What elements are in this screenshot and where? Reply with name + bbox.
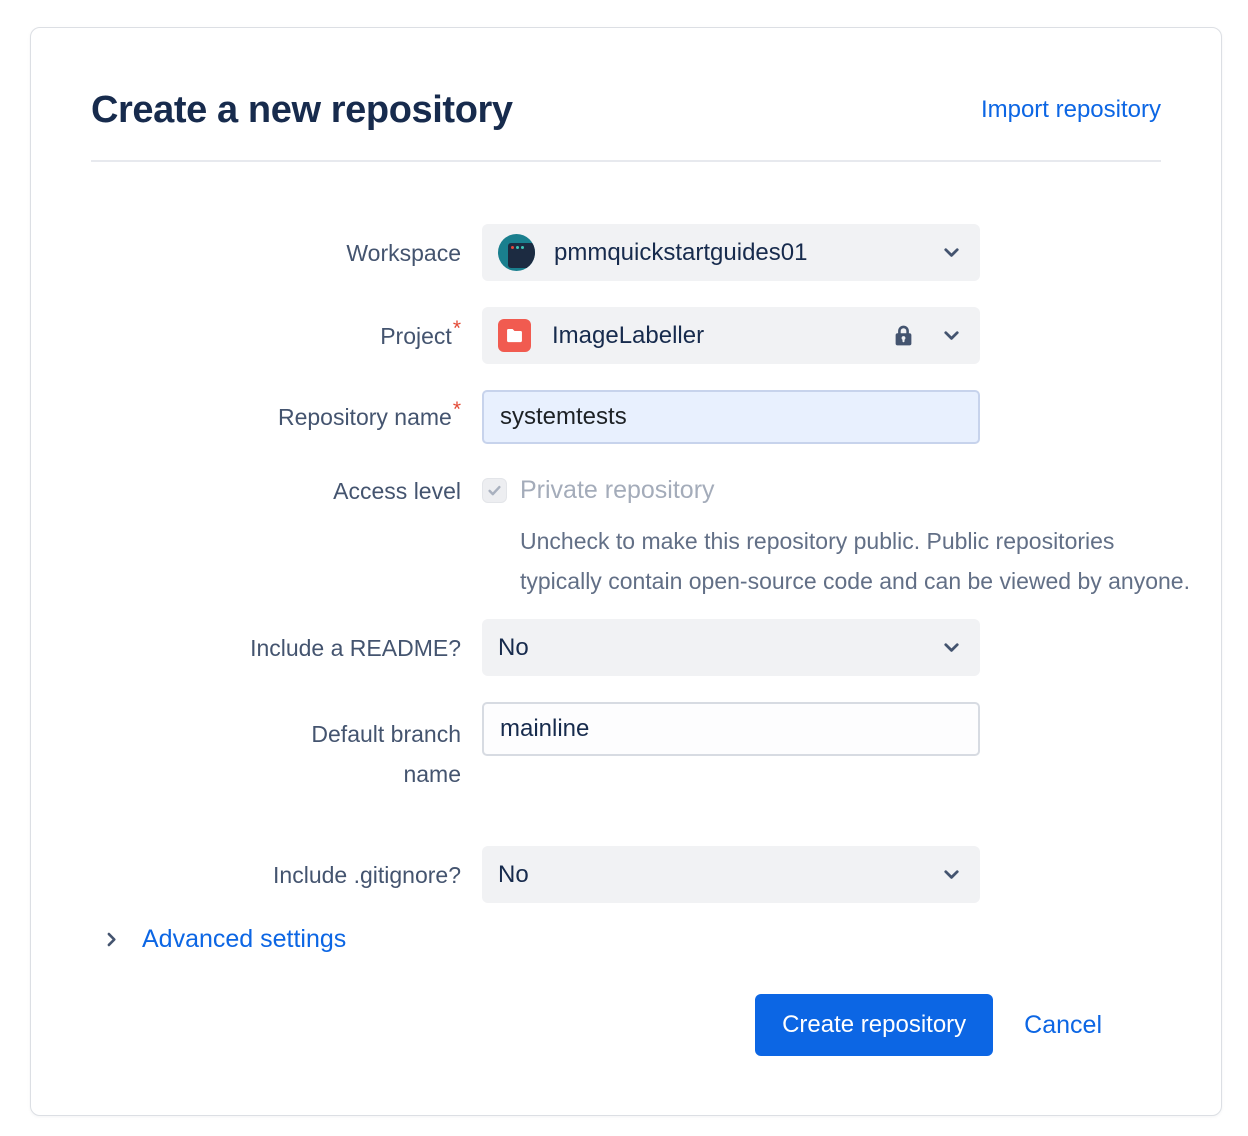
private-repository-checkbox[interactable] xyxy=(482,478,507,503)
required-asterisk: * xyxy=(452,316,461,340)
dialog-header: Create a new repository Import repositor… xyxy=(91,28,1161,134)
include-readme-label: Include a README? xyxy=(250,634,461,661)
lock-icon xyxy=(890,322,917,349)
project-select[interactable]: ImageLabeller xyxy=(482,307,980,364)
workspace-avatar-icon xyxy=(498,234,535,271)
repository-name-row: Repository name* xyxy=(91,390,1161,444)
required-asterisk: * xyxy=(452,398,461,422)
include-readme-select[interactable]: No xyxy=(482,619,980,676)
chevron-down-icon xyxy=(939,862,964,887)
workspace-label: Workspace xyxy=(346,239,461,266)
default-branch-row: Default branch name xyxy=(91,702,1161,794)
include-gitignore-value: No xyxy=(498,860,529,888)
include-readme-row: Include a README? No xyxy=(91,619,1161,676)
page-title: Create a new repository xyxy=(91,89,513,131)
project-row: Project* ImageLabeller xyxy=(91,307,1161,364)
repository-name-label: Repository name* xyxy=(277,398,461,430)
check-icon xyxy=(488,485,501,496)
chevron-right-icon xyxy=(101,929,122,950)
project-value: ImageLabeller xyxy=(552,321,705,349)
include-gitignore-label: Include .gitignore? xyxy=(273,861,461,888)
chevron-down-icon xyxy=(939,240,964,265)
create-repository-form: Workspace xyxy=(91,224,1190,1056)
project-folder-icon xyxy=(498,319,531,352)
workspace-row: Workspace xyxy=(91,224,1161,281)
cancel-button[interactable]: Cancel xyxy=(1024,1010,1102,1039)
advanced-settings-toggle[interactable]: Advanced settings xyxy=(101,925,346,954)
include-readme-value: No xyxy=(498,633,529,661)
header-divider xyxy=(91,160,1161,162)
create-repository-dialog: Create a new repository Import repositor… xyxy=(30,27,1222,1116)
default-branch-input[interactable] xyxy=(482,702,980,756)
include-gitignore-select[interactable]: No xyxy=(482,846,980,903)
workspace-value: pmmquickstartguides01 xyxy=(554,238,808,266)
include-gitignore-row: Include .gitignore? No xyxy=(91,846,1161,903)
chevron-down-icon xyxy=(939,635,964,660)
chevron-down-icon xyxy=(939,323,964,348)
project-label: Project* xyxy=(380,316,461,349)
dialog-footer: Create repository Cancel xyxy=(91,994,1161,1056)
default-branch-label: Default branch name xyxy=(311,721,461,787)
access-level-row: Access level Private repository Uncheck … xyxy=(91,476,1190,601)
advanced-settings-label: Advanced settings xyxy=(142,925,347,953)
private-repository-label: Private repository xyxy=(520,476,715,504)
repository-name-input[interactable] xyxy=(482,390,980,444)
create-repository-button[interactable]: Create repository xyxy=(755,994,994,1056)
import-repository-link[interactable]: Import repository xyxy=(980,96,1161,123)
access-level-label: Access level xyxy=(333,478,461,504)
workspace-select[interactable]: pmmquickstartguides01 xyxy=(482,224,980,281)
access-level-help-text: Uncheck to make this repository public. … xyxy=(520,528,1190,594)
